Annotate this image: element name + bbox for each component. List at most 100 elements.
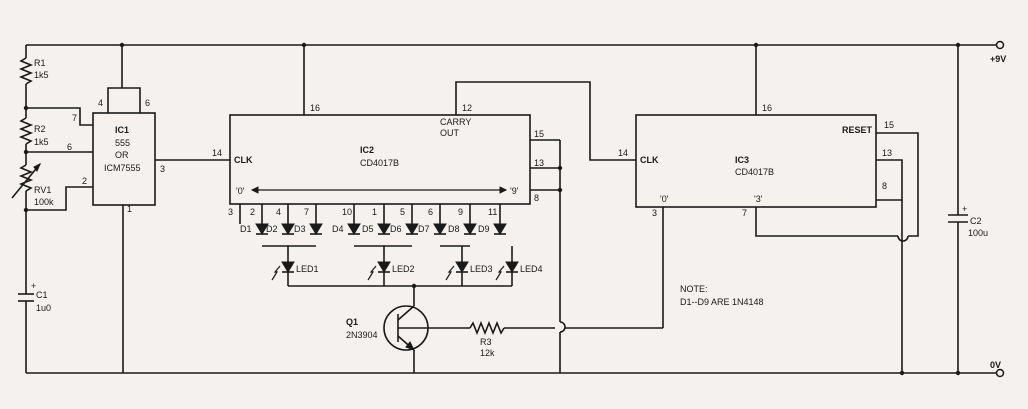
junction-dot — [411, 283, 417, 289]
r1-value: 1k5 — [34, 70, 49, 80]
r3-name: R3 — [480, 337, 492, 347]
ic2-output-pin-number: 3 — [228, 207, 233, 217]
c1-name: C1 — [36, 290, 48, 300]
ic1-alt-type: ICM7555 — [104, 163, 141, 173]
junction-dot — [119, 42, 125, 48]
light-emission-icon — [495, 265, 505, 281]
ic3-type: CD4017B — [735, 167, 774, 177]
ic3-pin-15: 15 — [884, 120, 894, 130]
ic2-pin-12: 12 — [462, 103, 472, 113]
led2-icon — [377, 261, 391, 273]
ic3-q0: '0' — [660, 194, 669, 204]
junction-dot — [955, 370, 961, 376]
ic2-output-pin-number: 4 — [276, 207, 281, 217]
c1-capacitor: + C1 1u0 — [18, 210, 51, 373]
ic1-pin-7: 7 — [72, 113, 77, 123]
ic3-name: IC3 — [735, 155, 749, 165]
light-emission-icon — [445, 265, 455, 281]
ic2-q0: '0' — [236, 186, 245, 196]
c1-polarity: + — [31, 281, 36, 291]
ic1-pin-6-top: 6 — [145, 98, 150, 108]
ic2-output-pin-number: 1 — [372, 207, 377, 217]
diode-d5 — [377, 223, 391, 235]
ic2-pin-16: 16 — [310, 103, 320, 113]
r1-resistor: R1 1k5 — [18, 57, 49, 108]
note-text: D1--D9 ARE 1N4148 — [680, 297, 764, 307]
led-label: LED2 — [392, 264, 415, 274]
ic2-output-pin-number: 9 — [458, 207, 463, 217]
diode-d2 — [281, 223, 295, 235]
ic2-type: CD4017B — [360, 158, 399, 168]
ic2-name: IC2 — [360, 145, 374, 155]
light-emission-icon — [367, 265, 377, 281]
ic3-reset: RESET — [842, 125, 873, 135]
ic3-pin-13: 13 — [882, 148, 892, 158]
ic2-out: OUT — [440, 128, 460, 138]
junction-dot — [753, 42, 759, 48]
ic3-pin-14: 14 — [618, 148, 628, 158]
ic3-pin-3: 3 — [652, 208, 657, 218]
r3-resistor: R3 12k — [428, 207, 664, 358]
ic2-carry: CARRY — [440, 117, 471, 127]
light-emission-icon — [271, 265, 281, 281]
ic1-name: IC1 — [115, 125, 129, 135]
ic3-counter: CLK IC3 CD4017B RESET '0' '3' — [635, 114, 877, 208]
diode-label: D7 — [418, 224, 430, 234]
diode-label: D2 — [266, 224, 278, 234]
c2-name: C2 — [970, 216, 982, 226]
rv1-value: 100k — [34, 197, 54, 207]
led-label: LED3 — [470, 264, 493, 274]
supply-rail: +9V — [25, 40, 1006, 64]
q1-name: Q1 — [346, 317, 358, 327]
ic3-pin-16: 16 — [762, 103, 772, 113]
led1-icon — [281, 261, 295, 273]
r3-value: 12k — [480, 348, 495, 358]
r2-name: R2 — [34, 124, 46, 134]
diode-d7 — [433, 223, 447, 235]
junction-dot — [899, 370, 905, 376]
diode-label: D4 — [332, 224, 344, 234]
ic1-pin-6: 6 — [67, 142, 72, 152]
diode-d6 — [405, 223, 419, 235]
diode-d9 — [493, 223, 507, 235]
r2-resistor: R2 1k5 — [18, 108, 49, 152]
junction-dot — [557, 165, 563, 171]
ic1-pin-2: 2 — [82, 176, 87, 186]
c2-polarity: + — [962, 204, 967, 214]
ic1-pin-1: 1 — [127, 204, 132, 214]
ic2-pin-15: 15 — [534, 129, 544, 139]
gnd-label: 0V — [990, 360, 1001, 370]
diode-d3 — [309, 223, 323, 235]
junction-dot — [557, 187, 563, 193]
ic2-output-pin-number: 7 — [304, 207, 309, 217]
ic2-output-pin-number: 2 — [250, 207, 255, 217]
ic1-timer: IC1 555 OR ICM7555 — [92, 112, 156, 206]
ic2-counter: CLK IC2 CD4017B CARRY OUT '0' '9' — [229, 114, 531, 205]
diode-label: D9 — [478, 224, 490, 234]
diode-label: D6 — [390, 224, 402, 234]
junction-dot — [23, 207, 29, 213]
ground-rail: 0V — [26, 360, 1005, 378]
ic1-wiring: 7 6 2 4 6 1 3 14 — [23, 42, 230, 373]
ic1-pin-4: 4 — [98, 98, 103, 108]
gnd-terminal — [995, 368, 1005, 378]
ic2-pin-8: 8 — [534, 193, 539, 203]
rv1-potentiometer: RV1 100k — [11, 152, 54, 210]
ic1-or: OR — [115, 150, 129, 160]
ic1-pin-3: 3 — [160, 164, 165, 174]
ic3-pin-8: 8 — [882, 181, 887, 191]
q1-type: 2N3904 — [346, 330, 378, 340]
r1-name: R1 — [34, 58, 46, 68]
diode-label: D3 — [294, 224, 306, 234]
ic2-output-pin-number: 11 — [488, 207, 497, 217]
led-label: LED1 — [296, 264, 319, 274]
ic2-q9: '9' — [510, 186, 519, 196]
ic2-output-pin-number: 6 — [428, 207, 433, 217]
vpos-label: +9V — [990, 54, 1006, 64]
ic2-clk: CLK — [234, 155, 253, 165]
rv1-name: RV1 — [34, 185, 51, 195]
ic2-output-pin-number: 10 — [342, 207, 352, 217]
c2-capacitor: + C2 100u — [948, 42, 988, 376]
